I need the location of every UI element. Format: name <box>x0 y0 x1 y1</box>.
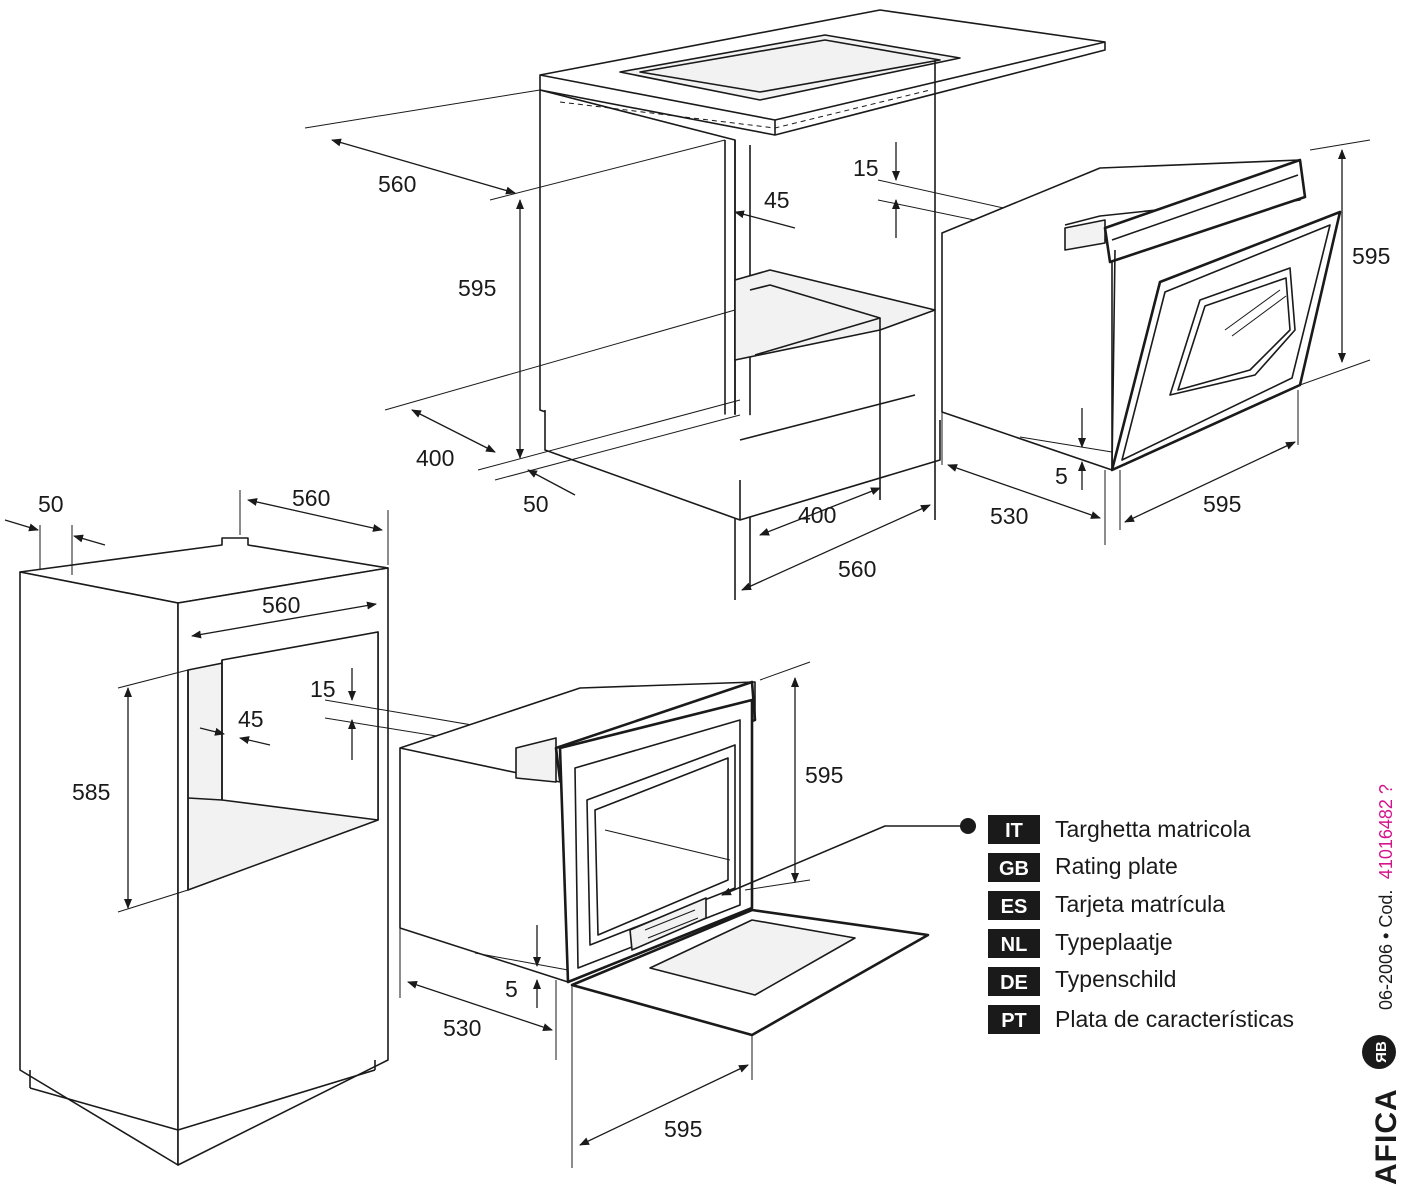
legend-label: Tarjeta matrícula <box>1055 891 1225 917</box>
legend-code: IT <box>1005 820 1023 842</box>
legend-code: GB <box>999 858 1029 880</box>
legend-label: Rating plate <box>1055 853 1178 879</box>
legend-label: Typeplaatje <box>1055 929 1173 955</box>
dim-top-base-width: 560 <box>838 556 876 582</box>
dim-top-oven-height: 595 <box>1352 243 1390 269</box>
leader-dot <box>960 818 976 834</box>
legend-item: PT Plata de características <box>988 1005 1294 1034</box>
dim-bottom-tall-width: 560 <box>262 592 300 618</box>
svg-text:ЯB: ЯB <box>1373 1041 1390 1063</box>
legend-label: Targhetta matricola <box>1055 816 1251 842</box>
legend-code: PT <box>1001 1010 1027 1032</box>
side-note: 06-2006 • Cod. 41016482 ? <box>1376 784 1396 1010</box>
dim-top-base-depth: 400 <box>798 502 836 528</box>
dim-top-door-gap: 5 <box>1055 463 1068 489</box>
legend-label: Typenschild <box>1055 966 1176 992</box>
side-note-date: 06-2006 • Cod. <box>1376 890 1396 1010</box>
top-oven-drawing: 595 5 530 595 <box>941 139 1390 545</box>
legend-item: ES Tarjeta matrícula <box>988 891 1225 920</box>
dim-top-rear-gap: 15 <box>853 155 879 181</box>
legend-code: DE <box>1000 972 1028 994</box>
dim-top-oven-width: 595 <box>1203 491 1241 517</box>
bottom-oven-drawing: 595 5 530 595 <box>399 661 976 1168</box>
legend-item: NL Typeplaatje <box>988 929 1173 958</box>
brand-text: AFICA <box>1370 1088 1401 1185</box>
bottom-cabinet-drawing: 50 560 560 585 45 15 <box>4 485 561 1166</box>
svg-text:06-2006 • Cod. 41016482: 06-2006 • Cod. 41016482 ? <box>1376 784 1396 1010</box>
legend-code: ES <box>1001 896 1028 918</box>
dim-top-oven-depth: 530 <box>990 503 1028 529</box>
svg-text:AFICA: AFICA <box>1370 1088 1401 1185</box>
legend-item: IT Targhetta matricola <box>988 815 1251 844</box>
dim-bottom-opening-height: 585 <box>72 779 110 805</box>
dim-bottom-door-gap: 5 <box>505 976 518 1002</box>
dim-top-height-opening: 595 <box>458 275 496 301</box>
dim-bottom-oven-width: 595 <box>664 1116 702 1142</box>
legend-code: NL <box>1001 934 1028 956</box>
dim-top-plinth-depth: 400 <box>416 445 454 471</box>
dim-top-side-gap: 45 <box>764 187 790 213</box>
brand-logo-icon: ЯB <box>1362 1035 1396 1069</box>
legend-item: DE Typenschild <box>988 966 1176 996</box>
dim-bottom-oven-height: 595 <box>805 762 843 788</box>
dim-top-depth-cabinet: 560 <box>378 171 416 197</box>
dim-bottom-tall-depth: 560 <box>292 485 330 511</box>
top-cabinet-drawing: 560 595 45 400 50 400 560 15 <box>304 9 1106 600</box>
legend-item: GB Rating plate <box>988 853 1178 882</box>
dim-bottom-rear-gap: 15 <box>310 676 336 702</box>
dim-bottom-side-gap: 45 <box>238 706 264 732</box>
dim-bottom-side-offset: 50 <box>38 491 64 517</box>
legend-label: Plata de características <box>1055 1006 1294 1032</box>
side-note-code: 41016482 ? <box>1376 784 1396 879</box>
dim-bottom-oven-depth: 530 <box>443 1015 481 1041</box>
dim-top-plinth-gap: 50 <box>523 491 549 517</box>
rating-plate-legend: IT Targhetta matricola GB Rating plate E… <box>988 815 1294 1034</box>
